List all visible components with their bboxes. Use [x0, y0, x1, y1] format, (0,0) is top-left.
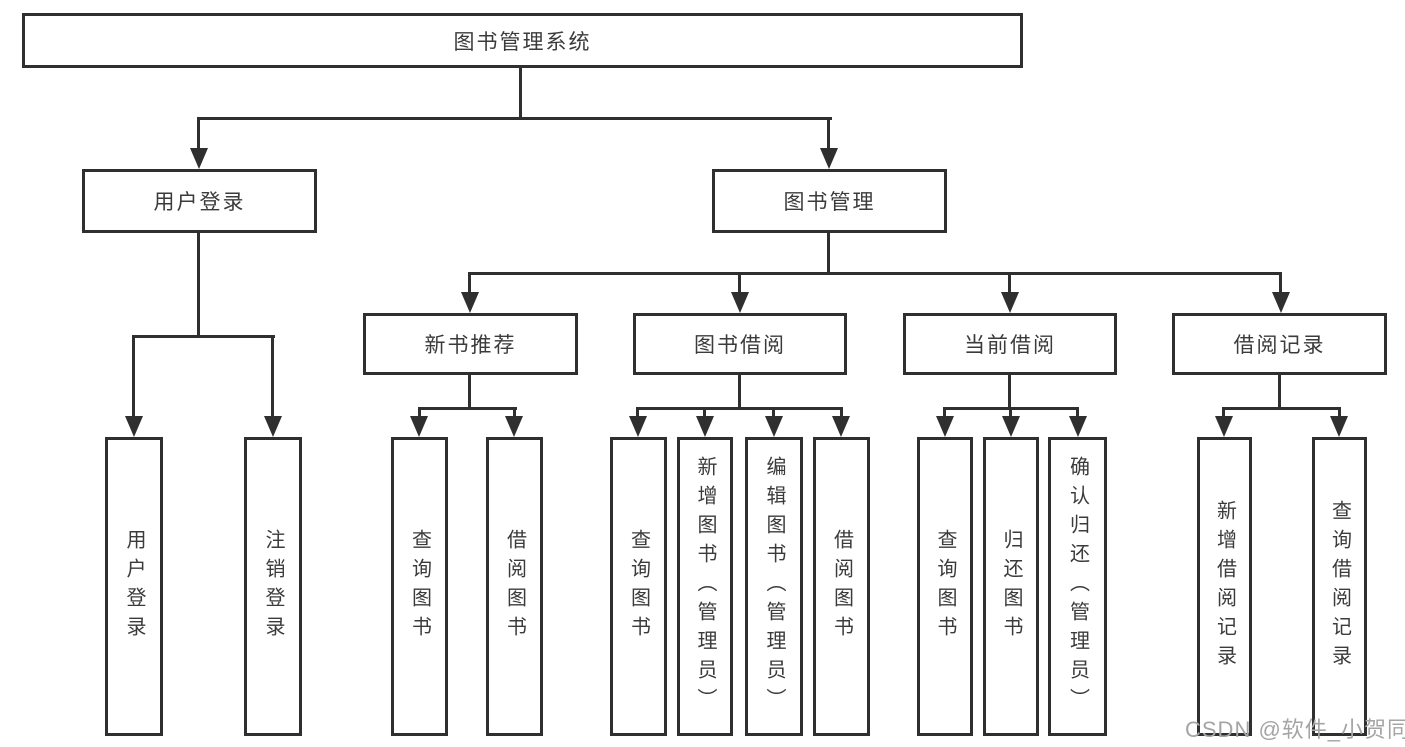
node-leaf-borrow-books-2: 借阅图书: [813, 437, 870, 736]
connector-line: [1008, 272, 1011, 297]
arrow-down-icon: [1330, 416, 1348, 437]
connector-line: [1279, 272, 1282, 297]
node-book-borrowing: 图书借阅: [633, 313, 847, 375]
connector-line: [519, 66, 522, 120]
arrow-down-icon: [832, 416, 850, 437]
connector-line: [197, 231, 200, 338]
node-user-login: 用户登录: [82, 169, 317, 233]
connector-line: [1008, 373, 1011, 410]
connector-line: [738, 272, 741, 297]
arrow-down-icon: [1002, 416, 1020, 437]
arrow-down-icon: [1001, 292, 1019, 313]
connector-line: [738, 373, 741, 410]
node-leaf-query-books-2: 查询图书: [610, 437, 667, 736]
connector-line: [468, 272, 471, 297]
connector-line: [827, 231, 830, 275]
connector-line: [418, 407, 421, 423]
node-leaf-logout: 注销登录: [244, 437, 302, 736]
arrow-down-icon: [696, 416, 714, 437]
node-leaf-query-borrow-record: 查询借阅记录: [1312, 437, 1367, 736]
connector-line: [840, 407, 843, 423]
connector-line: [1222, 407, 1225, 423]
arrow-down-icon: [190, 148, 208, 169]
arrow-down-icon: [505, 416, 523, 437]
node-library-management-system: 图书管理系统: [22, 13, 1023, 68]
connector-line: [513, 407, 516, 423]
connector-line: [132, 335, 275, 338]
node-leaf-query-books-1: 查询图书: [391, 437, 448, 736]
connector-line: [1076, 407, 1079, 423]
arrow-down-icon: [820, 148, 838, 169]
node-leaf-user-login: 用户登录: [105, 437, 163, 736]
connector-line: [418, 407, 517, 410]
connector-line: [468, 373, 471, 410]
connector-line: [772, 407, 775, 423]
connector-line: [468, 272, 1282, 275]
arrow-down-icon: [1272, 292, 1290, 313]
node-leaf-borrow-books-1: 借阅图书: [486, 437, 543, 736]
connector-line: [132, 335, 135, 421]
arrow-down-icon: [1215, 416, 1233, 437]
arrow-down-icon: [264, 416, 282, 437]
node-book-management: 图书管理: [712, 169, 947, 233]
node-leaf-add-book-admin: 新增图书（管理员）: [677, 437, 733, 736]
arrow-down-icon: [410, 416, 428, 437]
connector-line: [271, 335, 274, 421]
node-leaf-add-borrow-record: 新增借阅记录: [1197, 437, 1252, 736]
connector-line: [827, 117, 830, 153]
arrow-down-icon: [629, 416, 647, 437]
connector-line: [197, 117, 200, 153]
connector-line: [1222, 407, 1341, 410]
arrow-down-icon: [731, 292, 749, 313]
node-leaf-edit-book-admin: 编辑图书（管理员）: [745, 437, 803, 736]
node-leaf-query-books-3: 查询图书: [917, 437, 973, 736]
arrow-down-icon: [1069, 416, 1087, 437]
arrow-down-icon: [461, 292, 479, 313]
connector-line: [636, 407, 639, 423]
node-leaf-confirm-return-admin: 确认归还（管理员）: [1048, 437, 1107, 736]
node-leaf-return-book: 归还图书: [983, 437, 1039, 736]
connector-line: [703, 407, 706, 423]
csdn-watermark: CSDN @软件_小贺同学: [1185, 717, 1405, 742]
node-current-borrowing: 当前借阅: [903, 313, 1117, 375]
node-borrowing-records: 借阅记录: [1172, 313, 1387, 375]
connector-line: [1009, 407, 1012, 423]
arrow-down-icon: [125, 416, 143, 437]
arrow-down-icon: [765, 416, 783, 437]
node-new-book-recommend: 新书推荐: [363, 313, 578, 375]
connector-line: [943, 407, 946, 423]
arrow-down-icon: [936, 416, 954, 437]
connector-line: [636, 407, 843, 410]
connector-line: [1278, 373, 1281, 410]
connector-line: [1338, 407, 1341, 423]
connector-line: [197, 117, 832, 120]
